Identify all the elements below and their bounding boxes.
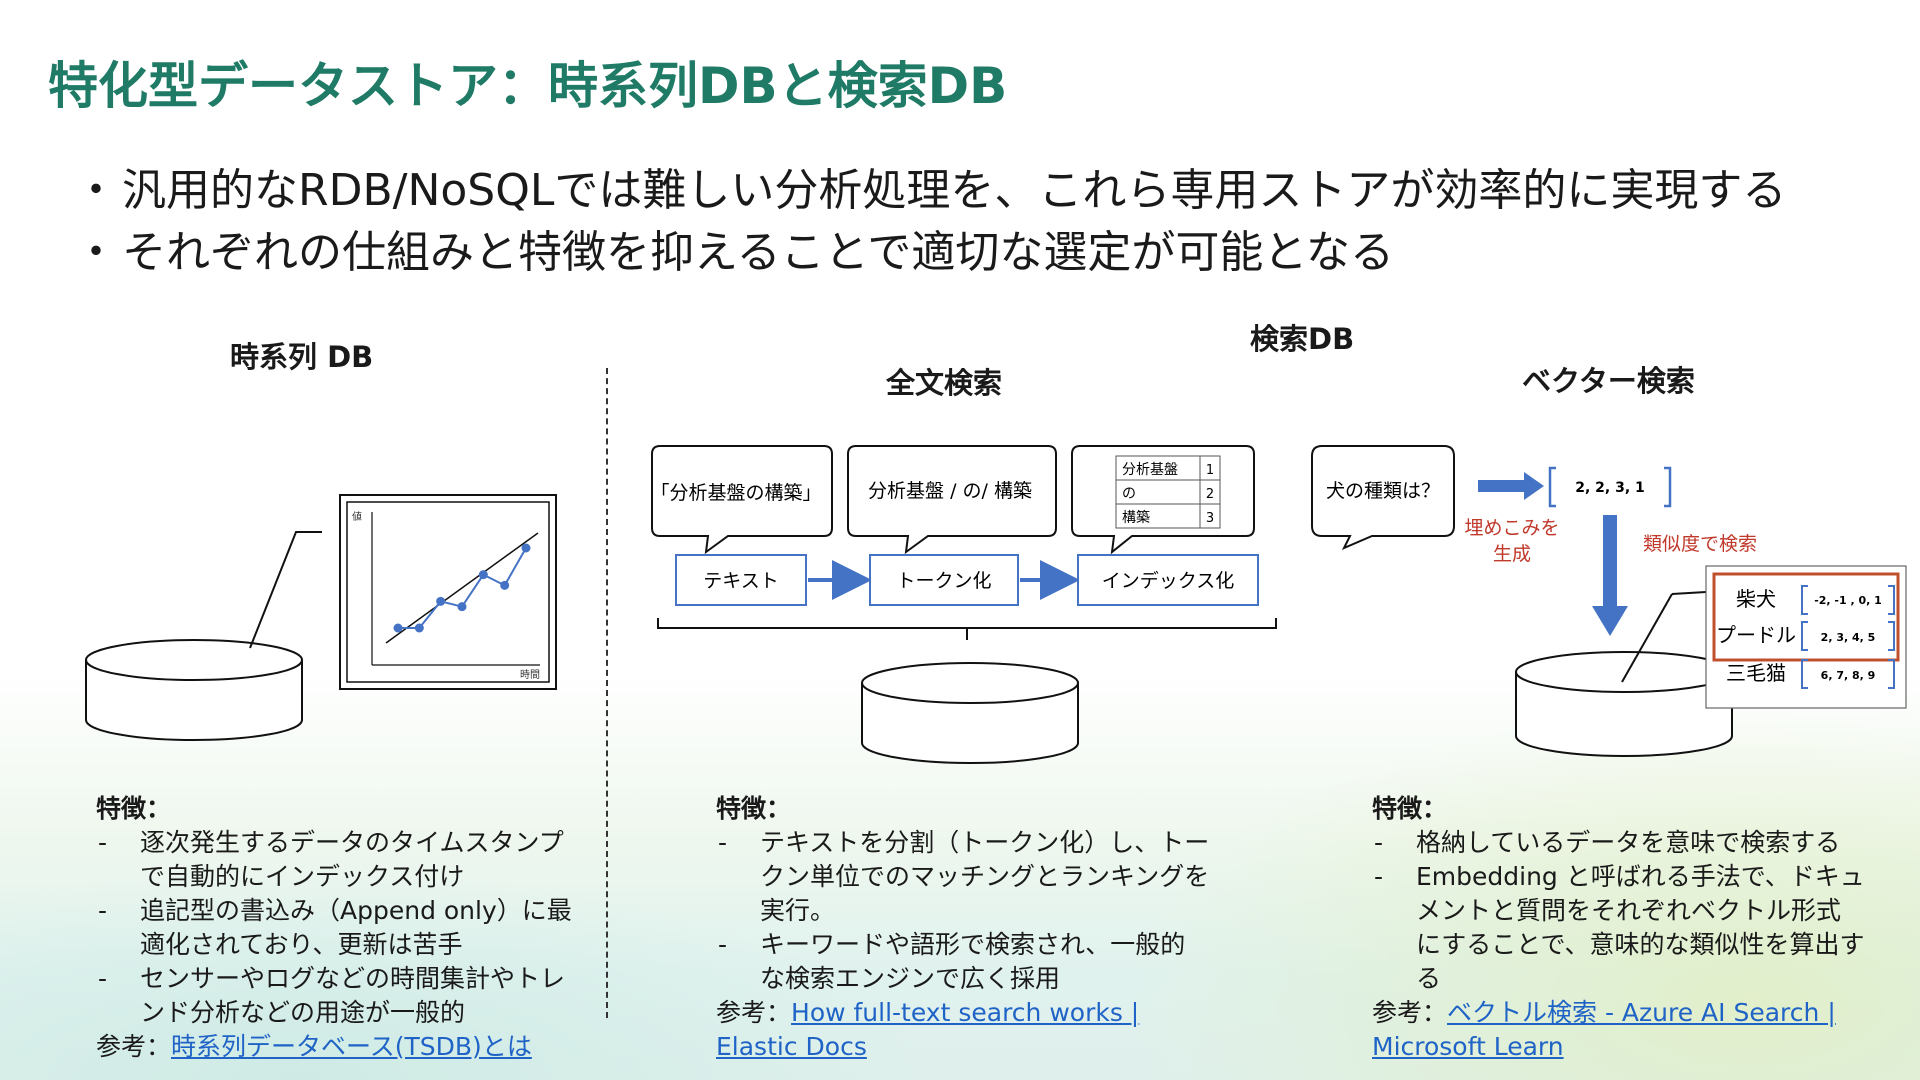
intro-bullets: 汎用的なRDB/NoSQLでは難しい分析処理を、これら専用ストアが効率的に実現す…: [74, 160, 1786, 284]
item-bracket-right: [1888, 659, 1895, 689]
index-id: 3: [1206, 511, 1214, 526]
bubble1-text: 「分析基盤の構築」: [650, 482, 821, 504]
box-tokenize-label: トークン化: [896, 570, 991, 592]
data-point: [521, 543, 531, 553]
data-point: [457, 602, 467, 612]
box-index: [1077, 554, 1259, 606]
search-heading: 検索DB: [1250, 322, 1355, 356]
callout-line: [249, 531, 322, 649]
reference-link[interactable]: 時系列データベース(TSDB)とは: [171, 1032, 532, 1061]
item-vector: 6, 7, 8, 9: [1821, 669, 1876, 682]
vector-heading: ベクター検索: [1522, 364, 1695, 398]
fulltext-features: 特徴： テキストを分割（トークン化）し、トークン単位でのマッチングとランキングを…: [716, 792, 1210, 1064]
data-point: [393, 623, 403, 633]
index-term: 構築: [1122, 510, 1150, 526]
embed-arrow-head: [1524, 472, 1544, 500]
bracket-right: [1664, 466, 1672, 508]
item-bracket-left: [1801, 621, 1808, 651]
section-divider: [606, 368, 608, 1018]
bubble-tokens: [847, 445, 1057, 555]
reference-prefix: 参考：: [1372, 998, 1448, 1027]
feature-item: テキストを分割（トークン化）し、トークン単位でのマッチングとランキングを実行。: [716, 826, 1210, 928]
reference-prefix: 参考：: [716, 998, 792, 1027]
reference-line: 参考：ベクトル検索 - Azure AI Search | Microsoft …: [1372, 996, 1866, 1064]
bullet-item: 汎用的なRDB/NoSQLでは難しい分析処理を、これら専用ストアが効率的に実現す…: [74, 160, 1786, 222]
query-text: 犬の種類は？: [1326, 480, 1440, 502]
feature-item: Embedding と呼ばれる手法で、ドキュメントと質問をそれぞれベクトル形式に…: [1372, 860, 1866, 996]
similarity-arrow-head: [1592, 606, 1628, 636]
index-term: の: [1122, 486, 1136, 502]
data-point: [436, 596, 446, 606]
item-name: プードル: [1716, 623, 1796, 647]
features-title: 特徴：: [1372, 794, 1448, 823]
item-bracket-right: [1888, 621, 1895, 651]
reference-link[interactable]: ベクトル検索 - Azure AI Search | Microsoft Lea…: [1372, 998, 1836, 1061]
timeseries-database-icon: [85, 639, 303, 741]
item-name: 三毛猫: [1726, 661, 1786, 685]
timeseries-series: [393, 543, 531, 633]
timeseries-heading: 時系列 DB: [230, 340, 374, 374]
vector-features: 特徴： 格納しているデータを意味で検索する Embedding と呼ばれる手法で…: [1372, 792, 1866, 1064]
fulltext-database-icon: [861, 662, 1079, 764]
reference-prefix: 参考：: [96, 1032, 172, 1061]
feature-item: センサーやログなどの時間集計やトレンド分析などの用途が一般的: [96, 962, 586, 1030]
index-term: 分析基盤: [1122, 461, 1178, 478]
item-bracket-left: [1801, 659, 1808, 689]
vector-database-icon: [1515, 651, 1733, 757]
item-bracket-right: [1888, 585, 1895, 615]
bubble-query-text: [651, 445, 833, 555]
chart-xlabel: 時間: [520, 669, 540, 681]
bullet-item: それぞれの仕組みと特徴を抑えることで適切な選定が可能となる: [74, 222, 1786, 284]
timeseries-chart-frame: 値 時間: [339, 494, 557, 690]
embed-label: 生成: [1493, 543, 1531, 565]
reference-line: 参考：時系列データベース(TSDB)とは: [96, 1030, 586, 1064]
feature-item: 追記型の書込み（Append only）に最適化されており、更新は苦手: [96, 894, 586, 962]
box-index-label: インデックス化: [1102, 570, 1234, 592]
feature-item: 逐次発生するデータのタイムスタンプで自動的にインデックス付け: [96, 826, 586, 894]
item-vector: -2, -1 , 0, 1: [1814, 594, 1882, 607]
page-title: 特化型データストア：時系列DBと検索DB: [48, 57, 1008, 115]
bracket-left: [1548, 466, 1556, 508]
results-panel: [1705, 565, 1907, 709]
feature-item: 格納しているデータを意味で検索する: [1372, 826, 1866, 860]
callout-line: [1671, 591, 1707, 595]
feature-item: キーワードや語形で検索され、一般的な検索エンジンで広く採用: [716, 928, 1210, 996]
reference-line: 参考：How full-text search works | Elastic …: [716, 996, 1210, 1064]
callout-line: [1621, 593, 1673, 683]
box-text-label: テキスト: [703, 570, 778, 592]
index-id: 2: [1206, 487, 1214, 502]
item-name: 柴犬: [1736, 587, 1776, 611]
features-title: 特徴：: [716, 794, 792, 823]
reference-link[interactable]: How full-text search works | Elastic Doc…: [716, 998, 1140, 1061]
fulltext-heading: 全文検索: [886, 366, 1003, 400]
bubble2-text: 分析基盤 / の/ 構築: [868, 480, 1032, 502]
trend-line: [385, 532, 539, 644]
index-id: 1: [1206, 463, 1214, 478]
box-tokenize: [869, 554, 1019, 606]
item-vector: 2, 3, 4, 5: [1821, 631, 1876, 644]
embed-label: 埋めこみを: [1464, 517, 1559, 539]
similarity-label: 類似度で検索: [1643, 533, 1757, 555]
bracket: [657, 618, 1277, 640]
item-bracket-left: [1801, 585, 1808, 615]
data-point: [478, 570, 488, 580]
query-vector: 2, 2, 3, 1: [1575, 480, 1645, 496]
chart-ylabel: 値: [352, 510, 362, 523]
bubble-query: [1311, 445, 1455, 550]
box-text: [675, 554, 807, 606]
data-point: [500, 580, 510, 590]
bubble-index: [1071, 445, 1255, 555]
data-point: [414, 623, 424, 633]
features-title: 特徴：: [96, 794, 172, 823]
timeseries-features: 特徴： 逐次発生するデータのタイムスタンプで自動的にインデックス付け 追記型の書…: [96, 792, 586, 1064]
